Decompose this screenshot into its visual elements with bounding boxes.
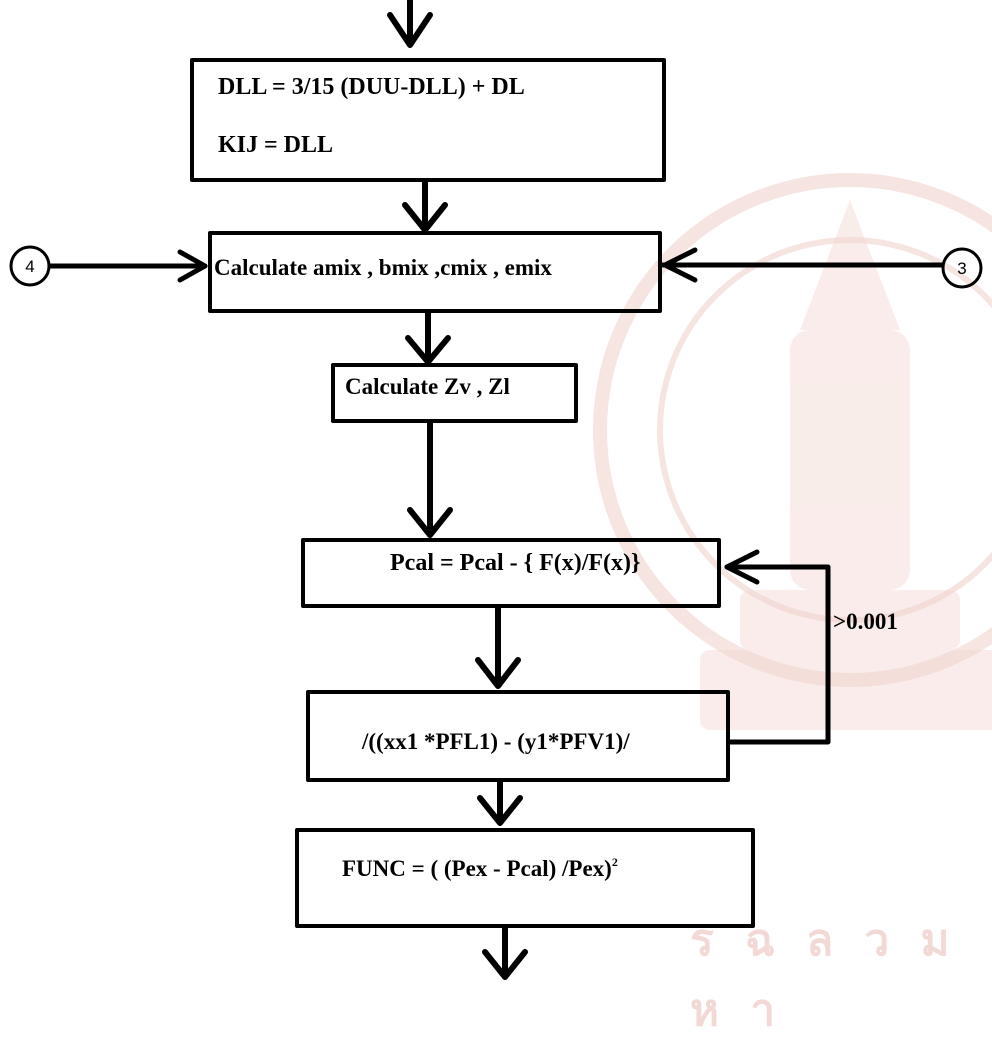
z-label: Calculate Zv , Zl bbox=[345, 374, 510, 399]
arrow-pcal-to-cond bbox=[475, 605, 521, 689]
arrow-connector4-to-mix bbox=[47, 249, 208, 283]
loop-arrow bbox=[724, 549, 831, 745]
flowchart bbox=[9, 0, 983, 980]
entry-arrow bbox=[387, 0, 433, 48]
arrow-dll-to-mix bbox=[402, 179, 448, 233]
box-condition bbox=[306, 690, 730, 782]
arrow-z-to-pcal bbox=[407, 420, 453, 538]
pcal-label: Pcal = Pcal - { F(x)/F(x)} bbox=[390, 550, 641, 576]
box-func bbox=[295, 828, 755, 928]
func-equation: FUNC = ( (Pex - Pcal) /Pex) bbox=[342, 856, 612, 881]
box-dll bbox=[190, 58, 666, 182]
condition-label: /((xx1 *PFL1) - (y1*PFV1)/ bbox=[362, 729, 630, 754]
box-mix bbox=[208, 231, 662, 313]
arrow-mix-to-z bbox=[405, 310, 451, 365]
box-pcal bbox=[301, 538, 721, 608]
exit-arrow bbox=[482, 925, 528, 980]
loop-threshold-label: >0.001 bbox=[833, 609, 898, 634]
arrow-connector3-to-mix bbox=[660, 247, 945, 283]
kij-equation: KIJ = DLL bbox=[218, 132, 334, 158]
arrow-cond-to-func bbox=[477, 779, 523, 826]
box-z bbox=[331, 363, 578, 423]
connector-4-label: 4 bbox=[25, 257, 35, 276]
watermark-seal bbox=[593, 173, 992, 730]
dll-equation: DLL = 3/15 (DUU-DLL) + DL bbox=[218, 74, 525, 100]
func-label: FUNC = ( (Pex - Pcal) /Pex)2 bbox=[342, 855, 618, 881]
mix-label: Calculate amix , bmix ,cmix , emix bbox=[214, 255, 552, 280]
func-exponent: 2 bbox=[611, 855, 618, 869]
connector-3-label: 3 bbox=[957, 259, 967, 278]
connector-3-circle bbox=[941, 247, 983, 289]
